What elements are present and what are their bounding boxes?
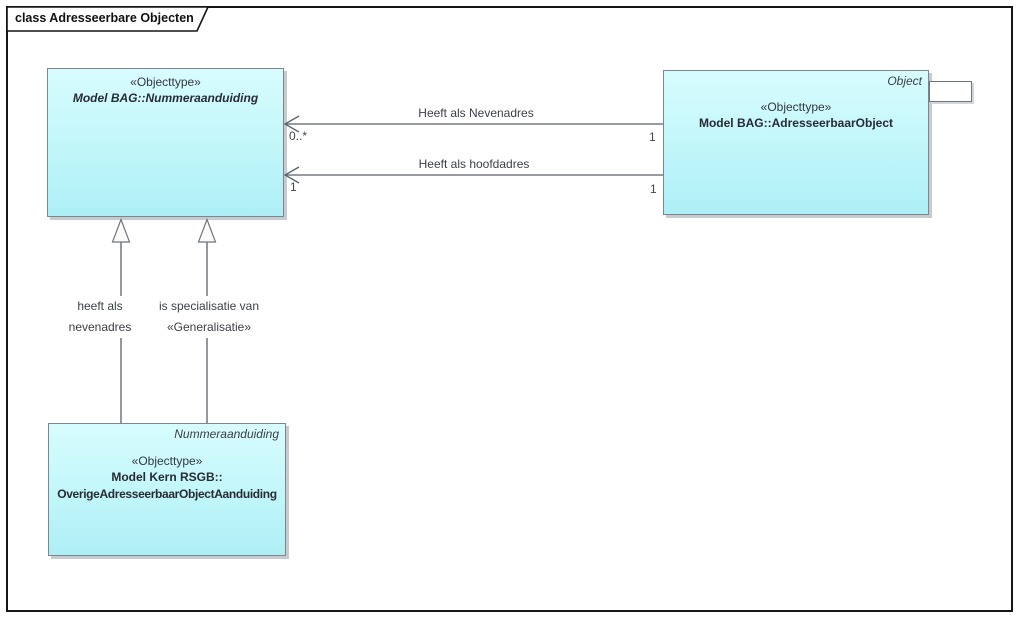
stereotype-label: «Objecttype» [130, 75, 201, 89]
multiplicity-nevenadres-source: 1 [649, 130, 656, 144]
port-rectangle[interactable] [929, 81, 972, 102]
diagram-title: class Adresseerbare Objecten [15, 11, 194, 25]
class-name: Model BAG::Nummeraanduiding [72, 91, 259, 105]
generalization-label-specialisatie: is specialisatie van «Generalisatie» [156, 296, 262, 338]
generalization-label-line2: nevenadres [68, 320, 132, 334]
generalization-label-line1: heeft als [77, 299, 123, 313]
class-name: Model BAG::AdresseerbaarObject [698, 116, 894, 130]
corner-label-nummeraanduiding: Nummeraanduiding [174, 427, 279, 441]
class-overige-adresseerbaarobjectaanduiding[interactable]: Nummeraanduiding «Objecttype» Model Kern… [48, 423, 286, 556]
class-name-line2: OverigeAdresseerbaarObjectAanduiding [57, 487, 277, 501]
stereotype-label: «Objecttype» [760, 100, 832, 114]
multiplicity-hoofdadres-source: 1 [650, 182, 657, 196]
stereotype-label: «Objecttype» [131, 454, 203, 468]
class-nummeraanduiding[interactable]: «Objecttype» Model BAG::Nummeraanduiding [47, 68, 284, 217]
multiplicity-nevenadres-target: 0..* [289, 129, 308, 143]
association-label-nevenadres: Heeft als Nevenadres [415, 106, 537, 120]
class-name-line1: Model Kern RSGB:: [111, 470, 223, 484]
generalization-label-nevenadres: heeft als nevenadres [66, 296, 134, 338]
generalization-label-line2: «Generalisatie» [166, 320, 252, 334]
multiplicity-hoofdadres-target: 1 [290, 180, 297, 194]
generalization-label-line1: is specialisatie van [158, 299, 260, 313]
corner-label-object: Object [887, 74, 922, 88]
class-adresseerbaarobject[interactable]: Object «Objecttype» Model BAG::Adresseer… [663, 70, 929, 215]
association-label-hoofdadres: Heeft als hoofdadres [415, 157, 533, 171]
diagram-frame [6, 6, 1013, 612]
